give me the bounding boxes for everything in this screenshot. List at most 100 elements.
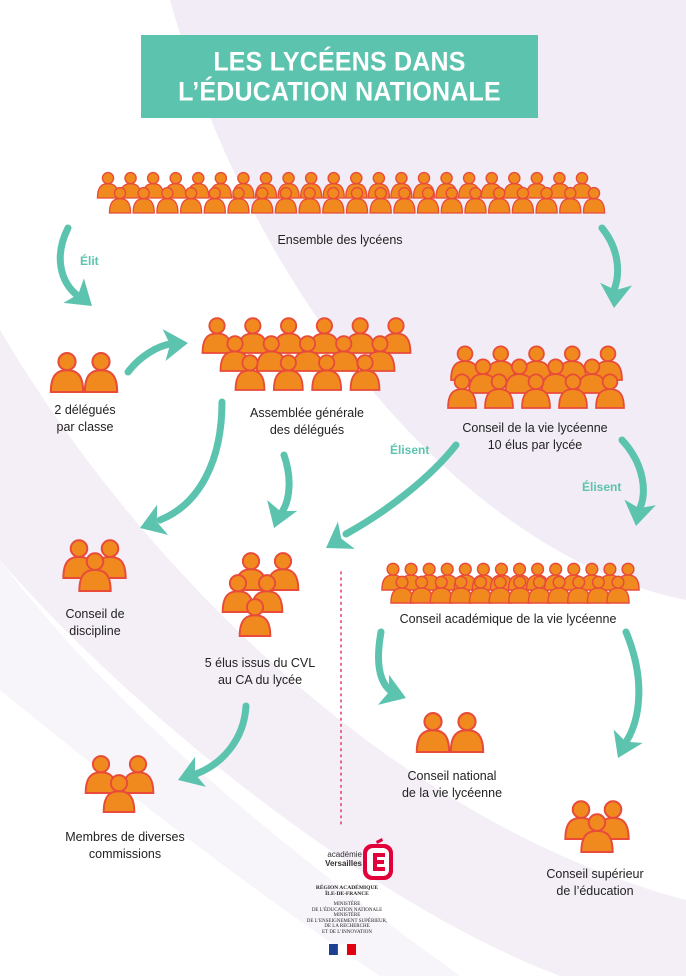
- label-cse-line2: de l’éducation: [556, 884, 634, 898]
- label-ca-line1: 5 élus issus du CVL: [204, 656, 316, 670]
- label-discipline-line2: discipline: [69, 624, 121, 638]
- people-group-discipline: [62, 539, 127, 593]
- logo-ministeres: MINISTÈRE DE L’ÉDUCATION NATIONALE MINIS…: [292, 902, 402, 935]
- person-icon: [132, 186, 155, 214]
- person-icon: [227, 186, 250, 214]
- person-icon: [292, 335, 323, 372]
- person-icon: [511, 186, 535, 214]
- people-group-ensemble: [96, 171, 606, 214]
- logo-academie-line1: académie: [327, 850, 362, 859]
- logo-ministere2-line3: DE LA RECHERCHE: [324, 924, 370, 929]
- person-icon: [487, 186, 511, 214]
- person-icon: [447, 373, 477, 409]
- person-icon: [201, 317, 233, 354]
- person-icon: [298, 186, 321, 214]
- arrow-cavl-to-cnvl: [375, 628, 406, 705]
- arrow-layer: [56, 224, 656, 787]
- logo-ministere2-line1: MINISTÈRE: [333, 913, 361, 918]
- person-icon: [527, 575, 552, 604]
- person-icon: [237, 317, 269, 354]
- person-icon: [415, 712, 451, 754]
- people-group-cnvl: [415, 712, 485, 754]
- label-ensemble-text: Ensemble des lycéens: [277, 233, 403, 247]
- person-icon: [449, 712, 485, 754]
- person-icon: [121, 755, 155, 794]
- label-delegues-line2: par classe: [56, 420, 114, 434]
- arrow-cvl-to-ca: [326, 441, 460, 549]
- person-icon: [369, 186, 392, 214]
- label-assemblee-line1: Assemblée générale: [250, 406, 364, 420]
- person-icon: [521, 345, 552, 381]
- people-group-commissions: [84, 755, 155, 813]
- arrow-to-cvl: [598, 224, 633, 308]
- label-delegues-line1: 2 délégués: [54, 403, 116, 417]
- logo-academie-line2: Versailles: [325, 859, 362, 868]
- logo-region-line2: ÎLE-DE-FRANCE: [325, 891, 369, 897]
- person-icon: [464, 186, 487, 214]
- people-group-cavl: [381, 562, 640, 604]
- person-icon: [559, 186, 582, 214]
- title-line-1: LES LYCÉENS DANS: [213, 46, 466, 77]
- label-cnvl: Conseil national de la vie lycéenne: [382, 768, 522, 802]
- person-icon: [349, 354, 381, 391]
- verb-elisent-right: Élisent: [582, 480, 622, 494]
- person-icon: [558, 373, 588, 409]
- person-icon: [238, 598, 272, 637]
- person-icon: [429, 575, 454, 604]
- title-banner: LES LYCÉENS DANS L’ÉDUCATION NATIONALE: [141, 35, 538, 118]
- academie-logo: académie Versailles RÉGION ACADÉMIQUE ÎL…: [292, 838, 402, 963]
- person-icon: [250, 186, 274, 214]
- person-icon: [595, 373, 625, 409]
- verb-elisent-left: Élisent: [390, 443, 430, 457]
- arrow-cavl-to-cse: [613, 628, 643, 758]
- person-icon: [449, 575, 473, 604]
- label-cse-line1: Conseil supérieur: [546, 867, 644, 881]
- person-icon: [272, 354, 304, 391]
- label-cnvl-line2: de la vie lycéenne: [401, 786, 503, 800]
- label-assemblee-line2: des délégués: [269, 423, 345, 437]
- label-cnvl-line1: Conseil national: [407, 769, 497, 783]
- person-icon: [311, 354, 343, 391]
- people-group-cse: [564, 800, 630, 854]
- people-layer: [49, 171, 640, 854]
- person-icon: [508, 575, 532, 604]
- logo-ministere2-line4: ET DE L’INNOVATION: [322, 929, 372, 935]
- logo-ministere1-line1: MINISTÈRE: [333, 902, 361, 907]
- person-icon: [535, 186, 558, 214]
- people-group-delegues: [49, 352, 119, 394]
- person-icon: [203, 186, 227, 214]
- people-group-ca: [221, 552, 300, 637]
- person-icon: [102, 774, 136, 813]
- label-commissions-line2: commissions: [88, 847, 162, 861]
- logo-academie-name: académie Versailles: [312, 850, 362, 868]
- person-icon: [78, 552, 112, 593]
- person-icon: [557, 345, 588, 381]
- person-icon: [49, 352, 85, 394]
- person-icon: [468, 358, 498, 394]
- person-icon: [582, 186, 606, 214]
- logo-ministere1-line2: DE L’ÉDUCATION NATIONALE: [311, 907, 383, 913]
- label-cvl: Conseil de la vie lycéenne 10 élus par l…: [430, 420, 640, 454]
- arrow-ag-to-discipline: [140, 398, 226, 535]
- label-discipline-line1: Conseil de: [65, 607, 125, 621]
- label-cavl: Conseil académique de la vie lycéenne: [388, 611, 628, 628]
- label-delegues: 2 délégués par classe: [30, 402, 140, 436]
- label-cavl-text: Conseil académique de la vie lycéenne: [399, 612, 617, 626]
- person-icon: [393, 186, 416, 214]
- person-icon: [521, 373, 551, 409]
- arrow-cvl-to-cavl: [618, 436, 656, 526]
- person-icon: [484, 373, 514, 409]
- person-icon: [322, 186, 345, 214]
- people-group-assemblee: [201, 317, 412, 391]
- label-cse: Conseil supérieur de l’éducation: [530, 866, 660, 900]
- logo-region-line1: RÉGION ACADÉMIQUE: [315, 885, 379, 891]
- label-cvl-line2: 10 élus par lycée: [487, 438, 583, 452]
- label-ca-line2: au CA du lycée: [217, 673, 303, 687]
- person-icon: [179, 186, 203, 214]
- person-icon: [416, 186, 440, 214]
- person-icon: [83, 352, 119, 394]
- person-icon: [156, 186, 179, 214]
- person-icon: [606, 575, 630, 604]
